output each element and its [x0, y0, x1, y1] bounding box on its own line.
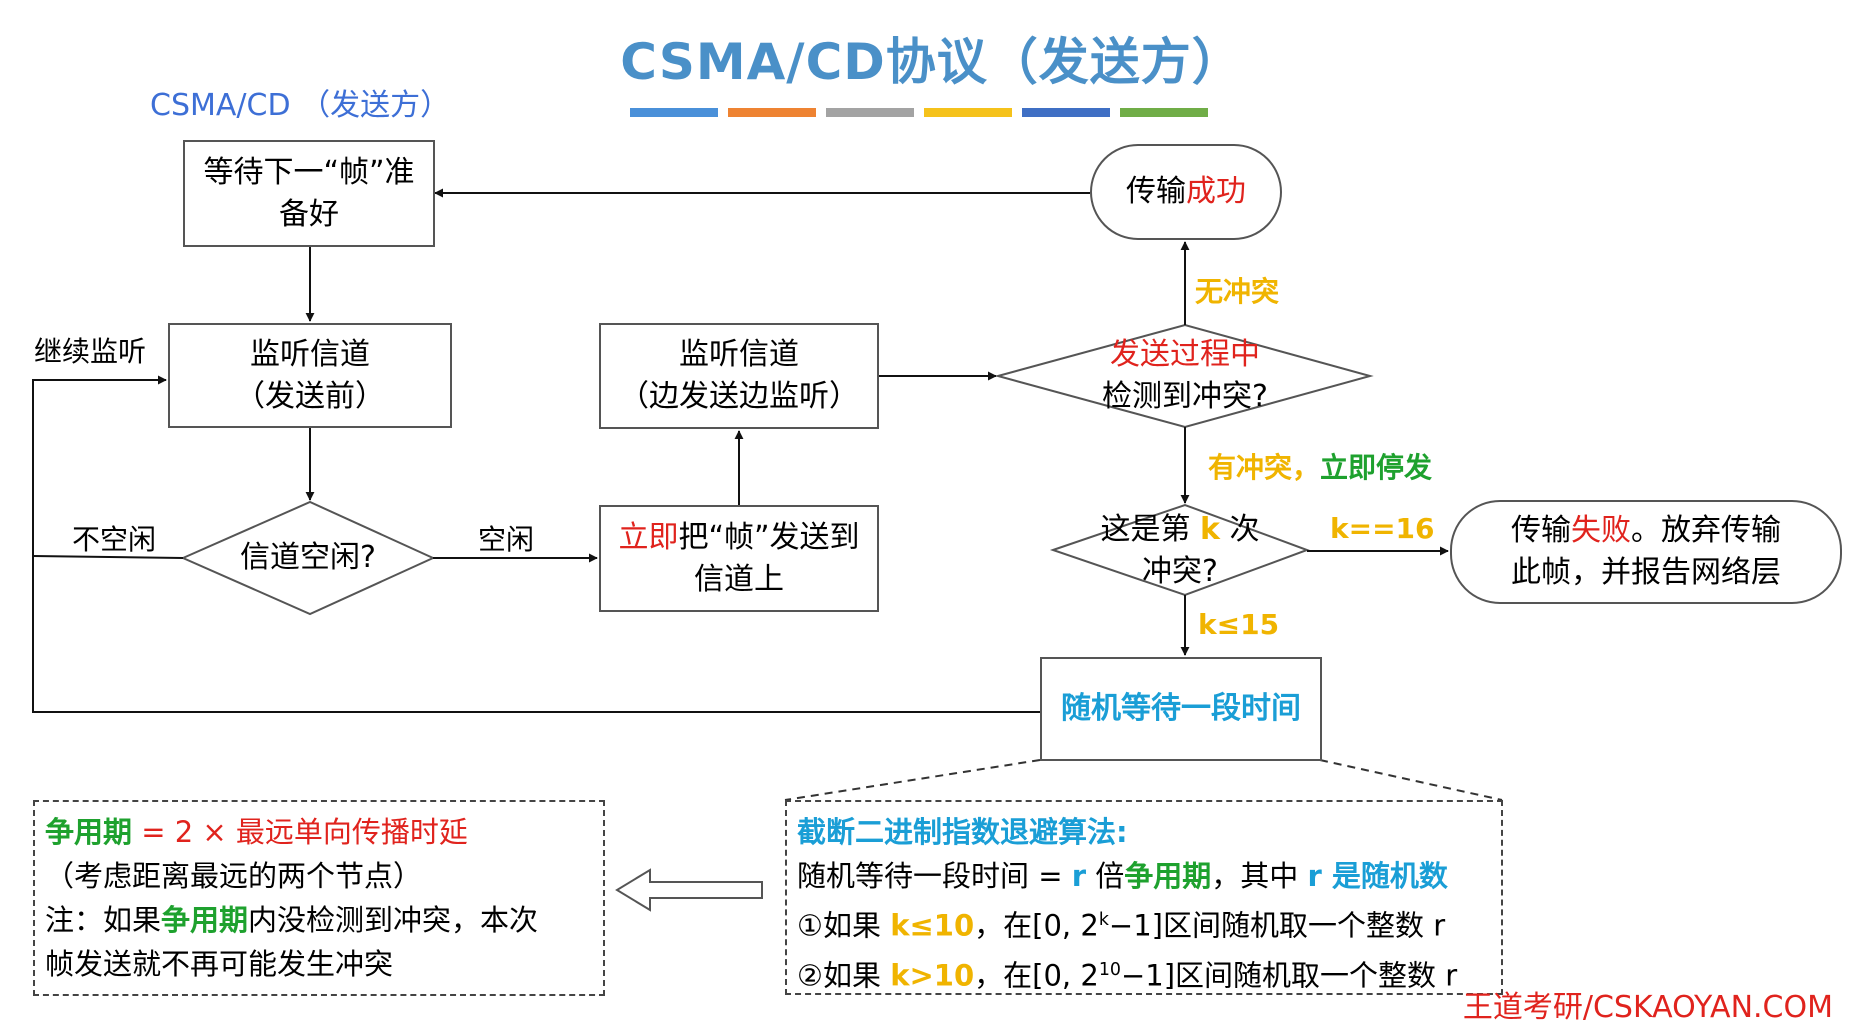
- transmit-success-text: 传输成功: [1126, 171, 1246, 213]
- backoff-l4-cond: k>10: [890, 958, 975, 993]
- listen-during-line1: 监听信道: [679, 337, 799, 372]
- hollow-arrow-left: [615, 868, 763, 912]
- kth-collision-line2: 冲突?: [1142, 554, 1218, 589]
- color-strip-3: [826, 108, 914, 117]
- backoff-l4-d: −1]区间随机取一个整数 r: [1120, 958, 1458, 993]
- color-strip-6: [1120, 108, 1208, 117]
- backoff-l4-c: ，在[0, 2: [974, 958, 1099, 993]
- backoff-line4: ②如果 k>10，在[0, 210−1]区间随机取一个整数 r: [797, 948, 1491, 998]
- success-word: 成功: [1186, 174, 1246, 209]
- backoff-heading: 截断二进制指数退避算法:: [797, 815, 1128, 849]
- listen-during-line2: （边发送边监听）: [619, 379, 859, 414]
- collision-question-diamond: [994, 323, 1374, 429]
- backoff-l4-exp: 10: [1098, 959, 1121, 980]
- label-continue-listen: 继续监听: [34, 335, 147, 368]
- color-strip-1: [630, 108, 718, 117]
- listen-before-line1: 监听信道: [250, 336, 370, 372]
- send-frame-line2: 信道上: [694, 561, 784, 597]
- label-k16: k==16: [1330, 512, 1435, 545]
- backoff-l3-c: ，在[0, 2: [974, 908, 1099, 943]
- idle-question-text: 信道空闲?: [240, 540, 376, 575]
- contention-line2: （考虑距离最远的两个节点）: [45, 859, 423, 893]
- zoom-line-right: [1319, 759, 1503, 801]
- backoff-l2-r: r: [1071, 859, 1087, 893]
- listen-before-box: 监听信道 （发送前）: [168, 323, 452, 428]
- contention-def: = 2 × 最远单向传播时延: [132, 815, 468, 849]
- random-wait-box: 随机等待一段时间: [1040, 657, 1322, 761]
- backoff-line3: ①如果 k≤10，在[0, 2k−1]区间随机取一个整数 r: [797, 898, 1491, 948]
- backoff-l2-e: ，其中: [1211, 859, 1308, 893]
- color-strip-2: [728, 108, 816, 117]
- listen-during-box: 监听信道 （边发送边监听）: [599, 323, 879, 429]
- collision-question-text: 发送过程中 检测到冲突?: [1102, 334, 1268, 418]
- backoff-l3-exp: k: [1098, 910, 1109, 930]
- contention-note-box: 争用期 = 2 × 最远单向传播时延 （考虑距离最远的两个节点） 注：如果争用期…: [33, 800, 605, 996]
- contention-note-prefix: 注：如果: [45, 903, 162, 937]
- send-frame-rest: 把“帧”发送到: [678, 519, 860, 555]
- label-no-collision: 无冲突: [1195, 275, 1280, 308]
- fail-line2: 此帧，并报告网络层: [1511, 555, 1781, 590]
- label-collision-stop: 有冲突，立即停发: [1208, 446, 1432, 486]
- collision-question-line2: 检测到冲突?: [1102, 379, 1268, 414]
- fail-suffix: 。放弃传输: [1631, 513, 1781, 548]
- listen-before-line2: （发送前）: [235, 378, 385, 414]
- kth-collision-text: 这是第 k 次 冲突?: [1100, 509, 1259, 593]
- wait-frame-text: 等待下一“帧”准备好: [203, 154, 415, 232]
- backoff-note-box: 截断二进制指数退避算法: 随机等待一段时间 = r 倍争用期，其中 r 是随机数…: [785, 800, 1503, 995]
- backoff-l2-r2: r: [1307, 859, 1322, 893]
- contention-term-2: 争用期: [161, 903, 249, 937]
- backoff-l4-a: ②如果: [797, 958, 891, 993]
- send-frame-box: 立即把“帧”发送到 信道上: [599, 505, 879, 612]
- arrow-random-back: [32, 375, 1040, 713]
- kth-k: k: [1200, 512, 1220, 547]
- transmit-success-box: 传输成功: [1090, 144, 1282, 240]
- contention-term: 争用期: [45, 815, 133, 849]
- wait-frame-box: 等待下一“帧”准备好: [183, 140, 435, 247]
- subtitle: CSMA/CD （发送方）: [150, 88, 451, 123]
- transmit-fail-box: 传输失败。放弃传输 此帧，并报告网络层: [1450, 500, 1842, 604]
- zoom-line-left: [784, 759, 1041, 801]
- contention-note-rest: 内没检测到冲突，本次: [248, 903, 539, 937]
- success-prefix: 传输: [1126, 174, 1186, 209]
- send-immediately-text: 立即: [618, 519, 679, 555]
- backoff-l3-cond: k≤10: [890, 908, 975, 943]
- page-title: CSMA/CD协议（发送方）: [620, 33, 1243, 91]
- label-not-idle: 不空闲: [72, 523, 157, 556]
- contention-line4: 帧发送就不再可能发生冲突: [45, 947, 394, 981]
- label-collision-b: 立即停发: [1320, 451, 1433, 484]
- backoff-l3-d: −1]区间随机取一个整数 r: [1108, 908, 1446, 943]
- color-strip-4: [924, 108, 1012, 117]
- backoff-l2-term: 争用期: [1124, 859, 1212, 893]
- random-wait-text: 随机等待一段时间: [1061, 691, 1301, 726]
- footer-brand: 王道考研/CSKAOYAN.COM: [1462, 990, 1833, 1025]
- label-collision-a: 有冲突，: [1208, 451, 1321, 484]
- collision-question-line1: 发送过程中: [1110, 337, 1260, 372]
- kth-collision-line1: 这是第 k 次: [1100, 509, 1259, 551]
- contention-line1: 争用期 = 2 × 最远单向传播时延: [45, 810, 593, 854]
- send-frame-line1: 立即把“帧”发送到: [618, 517, 859, 559]
- backoff-l2-a: 随机等待一段时间 =: [797, 859, 1072, 893]
- color-strip-5: [1022, 108, 1110, 117]
- label-k15: k≤15: [1198, 608, 1280, 641]
- contention-line3: 注：如果争用期内没检测到冲突，本次: [45, 898, 593, 942]
- kth-prefix: 这是第: [1100, 512, 1201, 547]
- backoff-l2-c: 倍: [1086, 859, 1125, 893]
- fail-prefix: 传输: [1511, 513, 1571, 548]
- fail-line1: 传输失败。放弃传输: [1511, 510, 1781, 552]
- label-idle: 空闲: [478, 523, 535, 556]
- backoff-l2-g: 是随机数: [1321, 859, 1448, 893]
- backoff-l3-a: ①如果: [797, 908, 891, 943]
- backoff-line2: 随机等待一段时间 = r 倍争用期，其中 r 是随机数: [797, 854, 1491, 898]
- fail-word: 失败: [1571, 513, 1631, 548]
- line-not-idle: [32, 555, 184, 559]
- kth-suffix: 次: [1219, 512, 1260, 547]
